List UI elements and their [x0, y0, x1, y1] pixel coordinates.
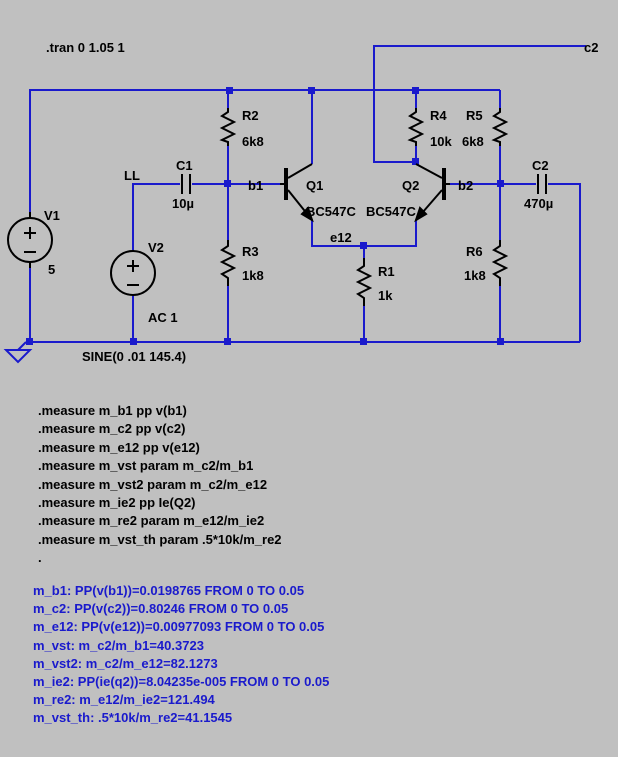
result-line: m_c2: PP(v(c2))=0.80246 FROM 0 TO 0.05: [33, 601, 289, 617]
v1-value: 5: [48, 262, 55, 277]
measure-directive-line: .measure m_vst2 param m_c2/m_e12: [38, 476, 268, 492]
r3-value: 1k8: [242, 268, 264, 283]
c2-label: C2: [532, 158, 549, 173]
c2-value: 470µ: [524, 196, 553, 211]
capacitor-c1[interactable]: [181, 174, 191, 194]
net-label-b1: b1: [248, 178, 263, 193]
c1-label: C1: [176, 158, 193, 173]
v1-label: V1: [44, 208, 60, 223]
measure-directive-line: .measure m_re2 param m_e12/m_ie2: [38, 513, 265, 529]
r4-label: R4: [430, 108, 447, 123]
result-line: m_b1: PP(v(b1))=0.0198765 FROM 0 TO 0.05: [33, 583, 305, 598]
net-label-ll: LL: [124, 168, 140, 183]
net-label-c2: c2: [584, 40, 598, 55]
q2-label: Q2: [402, 178, 419, 193]
junction-dots: [26, 87, 504, 345]
r1-value: 1k: [378, 288, 393, 303]
measure-directive-line: .measure m_c2 pp v(c2): [38, 421, 186, 437]
result-line: m_re2: m_e12/m_ie2=121.494: [33, 692, 215, 708]
result-line: m_vst: m_c2/m_b1=40.3723: [33, 637, 204, 653]
r3-label: R3: [242, 244, 259, 259]
q1-label: Q1: [306, 178, 323, 193]
r2-label: R2: [242, 108, 259, 123]
result-line: m_vst_th: .5*10k/m_re2=41.1545: [33, 710, 233, 726]
c1-value: 10µ: [172, 196, 194, 211]
ground-icon: [3, 341, 33, 364]
r6-value: 1k8: [464, 268, 486, 283]
r4-value: 10k: [430, 134, 452, 149]
transistor-q1[interactable]: [280, 163, 314, 223]
capacitor-c2[interactable]: [537, 174, 547, 194]
resistor-r1[interactable]: [355, 258, 373, 306]
resistor-r2[interactable]: [219, 108, 237, 146]
net-label-b2: b2: [458, 178, 473, 193]
result-line: m_vst2: m_c2/m_e12=82.1273: [33, 655, 218, 671]
net-label-e12: e12: [330, 230, 352, 245]
measure-directive-line: .measure m_e12 pp v(e12): [38, 439, 200, 455]
schematic-canvas[interactable]: V1 5 V2 AC 1 SINE(0 .01 145.4) C1 10µ C2…: [0, 0, 618, 400]
measure-directive-line: .: [38, 550, 42, 566]
v2-value: AC 1: [148, 310, 178, 325]
transistor-q2[interactable]: [414, 163, 450, 223]
r1-label: R1: [378, 264, 395, 279]
result-line: m_ie2: PP(ie(q2))=8.04235e-005 FROM 0 TO…: [33, 673, 330, 689]
measure-directives[interactable]: .measure m_b1 pp v(b1) .measure m_c2 pp …: [38, 402, 282, 568]
r5-label: R5: [466, 108, 483, 123]
v2-label: V2: [148, 240, 164, 255]
measure-results: m_b1: PP(v(b1))=0.0198765 FROM 0 TO 0.05…: [33, 582, 329, 728]
measure-directive-line: .measure m_b1 pp v(b1): [38, 403, 187, 418]
v2-source-spec: SINE(0 .01 145.4): [82, 349, 186, 364]
resistor-r6[interactable]: [491, 240, 509, 286]
measure-directive-line: .measure m_vst param m_c2/m_b1: [38, 458, 254, 474]
measure-directive-line: .measure m_ie2 pp Ie(Q2): [38, 494, 196, 510]
voltage-source-v2[interactable]: V2 AC 1 SINE(0 .01 145.4): [82, 240, 186, 364]
q2-model: BC547C: [366, 204, 416, 219]
r2-value: 6k8: [242, 134, 264, 149]
tran-directive[interactable]: .tran 0 1.05 1: [46, 40, 125, 55]
resistor-r3[interactable]: [219, 240, 237, 286]
measure-directive-line: .measure m_vst_th param .5*10k/m_re2: [38, 531, 282, 547]
r5-value: 6k8: [462, 134, 484, 149]
wires: [29, 45, 586, 343]
result-line: m_e12: PP(v(e12))=0.00977093 FROM 0 TO 0…: [33, 619, 325, 635]
resistor-r5[interactable]: [491, 108, 509, 146]
r6-label: R6: [466, 244, 483, 259]
q1-model: BC547C: [306, 204, 356, 219]
voltage-source-v1[interactable]: V1 5: [7, 208, 60, 277]
resistor-r4[interactable]: [407, 108, 425, 146]
